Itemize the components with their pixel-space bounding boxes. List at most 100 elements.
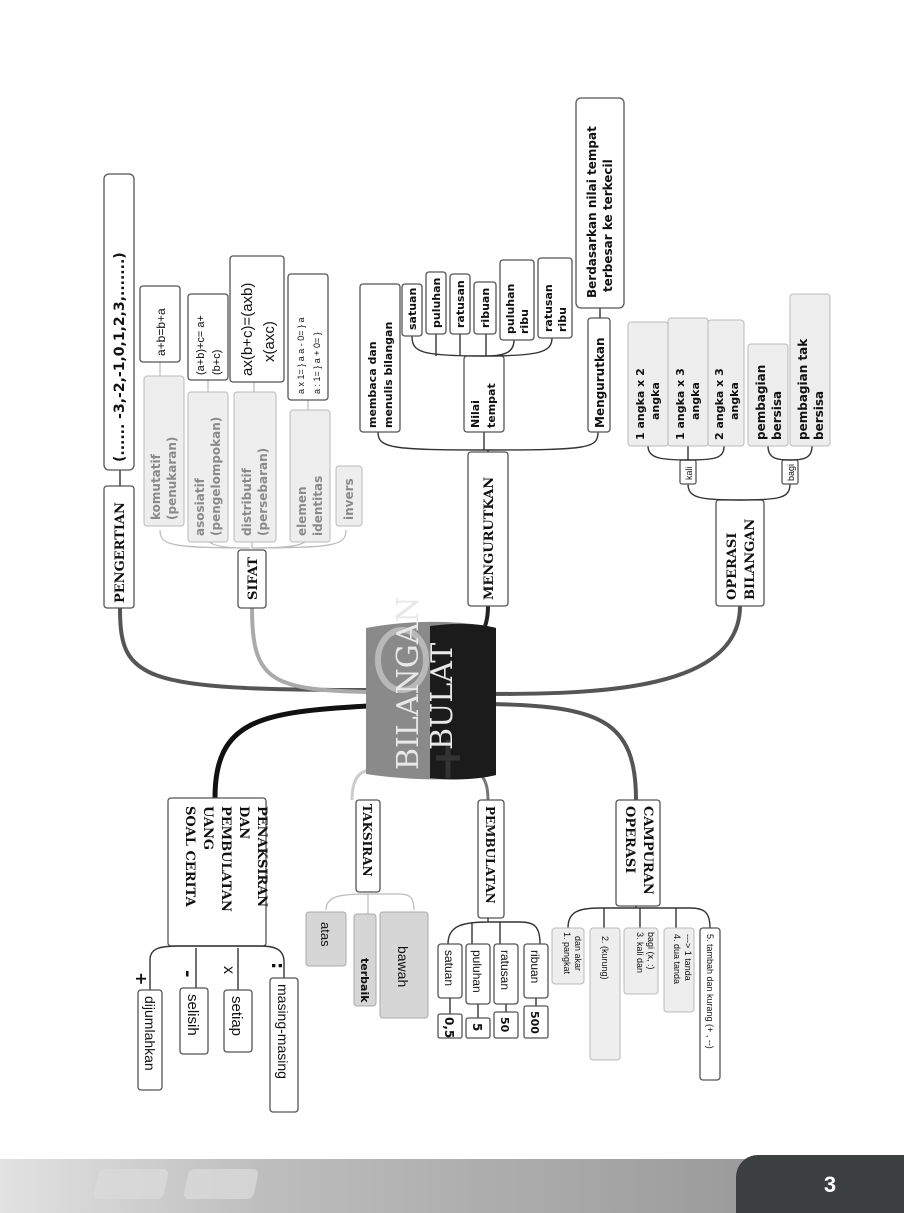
taksiran-terbaik[interactable]: terbaik xyxy=(353,913,377,1007)
mengurutkan-sub-label: Mengurutkan xyxy=(593,337,607,428)
taksiran-atas[interactable]: atas xyxy=(305,911,347,967)
soal-cerita-node[interactable]: SOAL CERITA UANG PEMBULATAN DAN PENAKSIR… xyxy=(167,797,269,947)
op-item-1-x-2[interactable]: 1 angka x 2 angka xyxy=(627,321,669,447)
place-ratusan-ribu[interactable]: ratusan ribu xyxy=(537,257,573,339)
mengurutkan-sub-node[interactable]: Mengurutkan xyxy=(587,317,611,433)
pembulatan-ribuan-value: 500 xyxy=(528,1011,541,1034)
soal-cerita-line2: UANG xyxy=(200,806,215,850)
pembulatan-puluhan-place: puluhan xyxy=(470,950,484,993)
bagi-tag: bagi xyxy=(781,459,799,485)
elemen-identitas-name-1: elemen xyxy=(295,486,309,536)
operasi-bilangan-node[interactable]: OPERASI BILANGAN xyxy=(715,499,765,607)
pembulatan-ratusan-value: 50 xyxy=(498,1017,511,1033)
divide-sign-icon: : xyxy=(267,962,288,969)
place-ratusan[interactable]: ratusan xyxy=(449,273,471,335)
sifat-item-asosiatif[interactable]: asosiatif (pengelompokan) xyxy=(187,391,229,543)
asosiatif-formula-2: (b+c) xyxy=(211,350,223,375)
place-satuan[interactable]: satuan xyxy=(401,283,423,337)
operasi-campuran-line2: CAMPURAN xyxy=(640,806,655,895)
step-3-line2: bagi (x, :) xyxy=(646,932,656,970)
op-item-3-line1: 2 angka x 3 xyxy=(713,368,726,440)
taksiran-terbaik-label: terbaik xyxy=(358,958,371,1003)
step-3-line1: 3. kali dan xyxy=(635,932,645,973)
nilai-tempat-node[interactable]: Nilai tempat xyxy=(463,355,505,433)
footer-decoration xyxy=(182,1169,260,1199)
operasi-campuran-node[interactable]: OPERASI CAMPURAN xyxy=(615,799,661,907)
sifat-item-komutatif[interactable]: komutatif (penukaran) xyxy=(143,375,185,527)
sifat-item-distributif[interactable]: distributif (persebaran) xyxy=(233,391,277,543)
op-item-2-x-3[interactable]: 2 angka x 3 angka xyxy=(707,319,745,447)
sifat-formula-elemen-identitas: a x 1= } a a - 0= } a a : 1= } a + 0= } xyxy=(287,273,329,401)
op-item-4-line1: pembagian xyxy=(754,365,768,440)
asosiatif-desc: (pengelompokan) xyxy=(209,417,223,536)
place-puluhan-ribu-line2: ribu xyxy=(518,309,531,334)
mengurutkan-node[interactable]: MENGURUTKAN xyxy=(467,451,509,607)
step-1-line2: dan akar xyxy=(573,936,583,971)
pembulatan-row-ribuan[interactable]: ribuan 500 xyxy=(523,943,549,1039)
center-title-line1: BILANGAN xyxy=(391,596,426,770)
step-5-line1: 5. tambah dan kurang (+ , --) xyxy=(705,934,715,1049)
distributif-desc: (persebaran) xyxy=(256,448,270,536)
distributif-formula-1: ax(b+c)=(axb) xyxy=(239,283,256,376)
soal-cerita-line3: PEMBULATAN xyxy=(218,806,233,912)
soal-cerita-line5: PENAKSIRAN xyxy=(254,806,269,907)
nilai-tempat-line2: tempat xyxy=(485,383,498,428)
pembulatan-row-puluhan[interactable]: puluhan 5 xyxy=(465,943,491,1039)
taksiran-atas-label: atas xyxy=(318,922,333,947)
op-item-2-line2: angka xyxy=(689,382,702,420)
sifat-item-invers[interactable]: invers xyxy=(335,465,363,527)
place-puluhan-ribu-line1: puluhan xyxy=(504,284,517,334)
page-number-tab xyxy=(736,1155,904,1213)
membaca-line2: menulis bilangan xyxy=(382,322,395,428)
taksiran-bawah[interactable]: bawah xyxy=(379,911,429,1019)
branch-pengertian xyxy=(118,607,369,692)
pengertian-content[interactable]: (...... -3,-2,-1,0,1,2,3,.......) xyxy=(103,173,135,471)
campuran-step-1[interactable]: 1. pangkat dan akar xyxy=(551,927,585,985)
place-ratusan-ribu-line2: ribu xyxy=(556,307,569,332)
pembulatan-node[interactable]: PEMBULATAN xyxy=(477,799,505,919)
soal-item-masing-masing[interactable]: masing-masing xyxy=(269,977,299,1113)
op-item-2-line1: 1 angka x 3 xyxy=(674,368,687,440)
op-item-pembagian-tak-bersisa[interactable]: pembagian tak bersisa xyxy=(789,293,831,447)
place-ratusan-label: ratusan xyxy=(454,280,467,328)
pembulatan-satuan-place: satuan xyxy=(442,950,456,986)
op-item-1-line2: angka xyxy=(649,382,662,420)
sifat-item-elemen-identitas[interactable]: elemen identitas xyxy=(289,409,331,543)
bagi-label: bagi xyxy=(786,464,796,481)
place-ribuan[interactable]: ribuan xyxy=(473,281,497,335)
pembulatan-label: PEMBULATAN xyxy=(483,806,497,904)
soal-item-dijumlahkan[interactable]: dijumlahkan xyxy=(137,989,163,1091)
campuran-step-3[interactable]: 3. kali dan bagi (x, :) xyxy=(623,927,659,995)
place-puluhan-ribu[interactable]: puluhan ribu xyxy=(499,259,535,341)
taksiran-label: TAKSIRAN xyxy=(360,804,374,877)
sifat-node[interactable]: SIFAT xyxy=(237,549,267,609)
plus-icon xyxy=(436,740,460,778)
taksiran-node[interactable]: TAKSIRAN xyxy=(355,799,381,893)
pembulatan-row-ratusan[interactable]: ratusan 50 xyxy=(493,943,519,1039)
center-title-line2: BULAT xyxy=(425,643,460,750)
center-node[interactable]: BILANGAN BULAT xyxy=(366,596,496,780)
mengurutkan-description: Berdasarkan nilai tempat terbesar ke ter… xyxy=(575,97,625,309)
asosiatif-formula-1: (a+b)+c= a+ xyxy=(195,315,207,375)
op-item-1-x-3[interactable]: 1 angka x 3 angka xyxy=(667,317,709,447)
sifat-label: SIFAT xyxy=(246,557,261,600)
op-item-pembagian-bersisa[interactable]: pembagian bersisa xyxy=(747,343,789,447)
campuran-step-2[interactable]: 2. (kurung) xyxy=(589,927,621,1061)
elemen-identitas-formula-1: a x 1= } a a - 0= } a xyxy=(296,317,306,394)
page-footer: 3 xyxy=(0,1155,904,1213)
mengurutkan-label: MENGURUTKAN xyxy=(482,477,497,600)
asosiatif-name: asosiatif xyxy=(193,477,207,536)
pengertian-node[interactable]: PENGERTIAN xyxy=(103,485,135,609)
campuran-step-5[interactable]: 5. tambah dan kurang (+ , --) xyxy=(699,927,721,1081)
setiap-label: setiap xyxy=(228,996,245,1036)
campuran-step-4[interactable]: 4. dua tanda ---> 1 tanda xyxy=(663,927,695,1013)
soal-cerita-line1: SOAL CERITA xyxy=(182,806,197,908)
operasi-bilangan-line1: OPERASI xyxy=(725,533,740,600)
branch-sifat xyxy=(250,607,369,694)
sifat-formula-komutatif: a+b=b+a xyxy=(139,285,181,363)
soal-item-selisih[interactable]: selisih xyxy=(179,987,209,1055)
place-puluhan[interactable]: puluhan xyxy=(425,271,447,335)
pembulatan-row-satuan[interactable]: satuan 0,5 xyxy=(437,943,463,1039)
soal-item-setiap[interactable]: setiap xyxy=(223,989,253,1053)
membaca-node[interactable]: membaca dan menulis bilangan xyxy=(359,283,401,433)
